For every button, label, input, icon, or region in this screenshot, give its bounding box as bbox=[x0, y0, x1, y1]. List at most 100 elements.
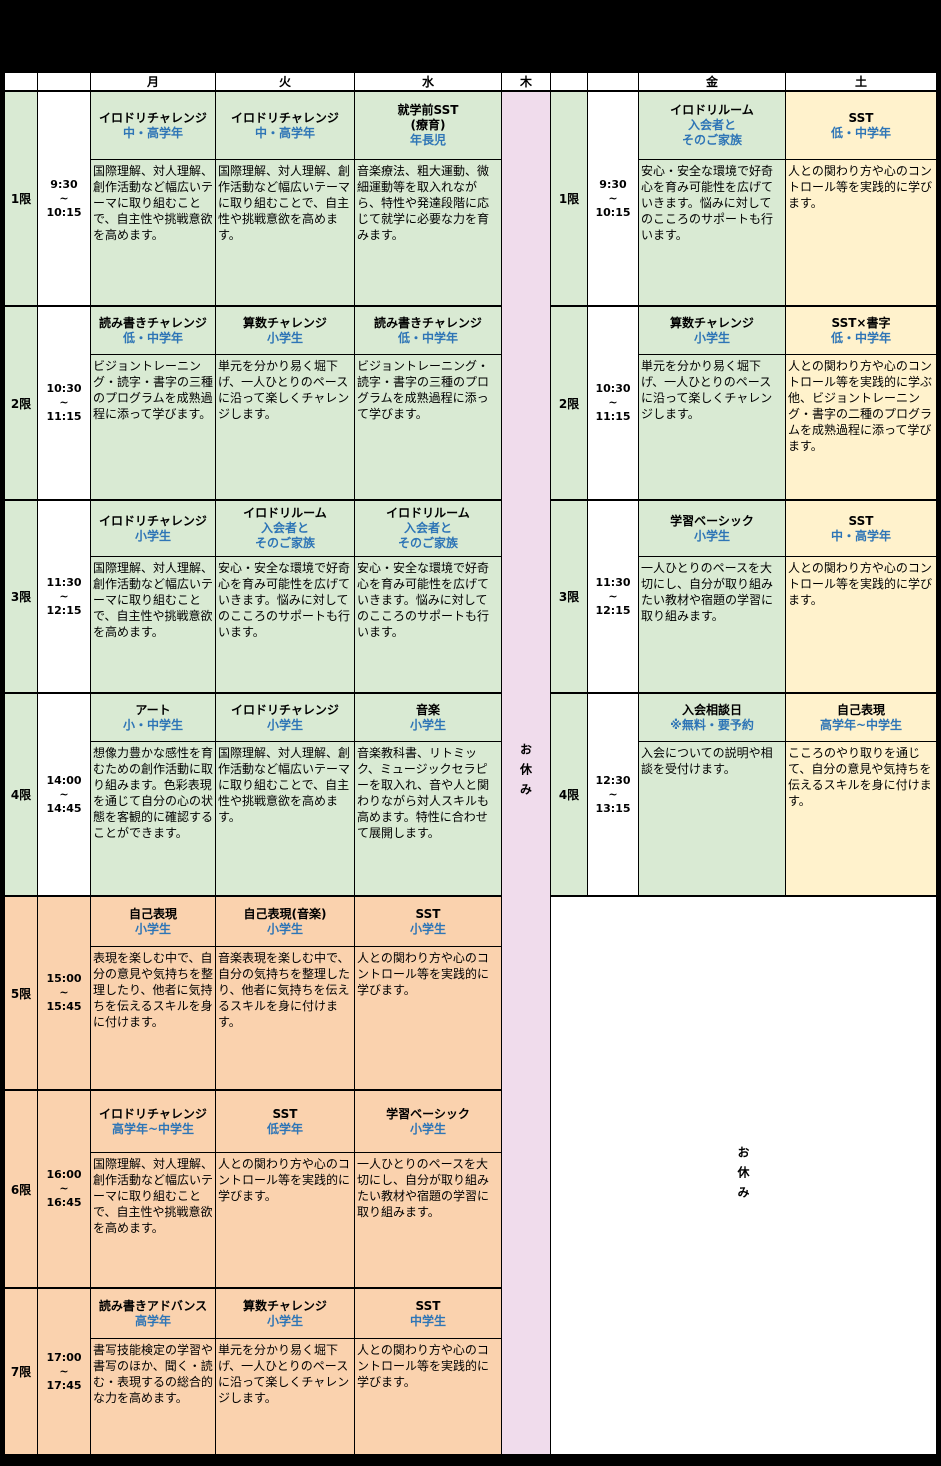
class-title: イロドリチャレンジ bbox=[99, 513, 207, 528]
class-cell-fri-2: 算数チャレンジ小学生 単元を分かり易く堀下げ、一人ひとりのペースに沿って楽しくチ… bbox=[639, 307, 785, 499]
header-corner-period-right bbox=[551, 73, 587, 90]
class-desc: 単元を分かり易く堀下げ、一人ひとりのペースに沿って楽しくチャレンジします。 bbox=[641, 359, 773, 421]
class-desc: 人との関わり方や心のコントロール等を実践的に学びます。 bbox=[218, 1157, 351, 1203]
class-desc: 安心・安全な環境で好奇心を育み可能性を広げていきます。悩みに対してのこころのサポ… bbox=[218, 561, 351, 639]
class-title: 学習ベーシック bbox=[386, 1106, 470, 1121]
period-time-right-3: 11:30 ~ 12:15 bbox=[588, 501, 638, 692]
class-desc: 想像力豊かな感性を育むための創作活動に取り組みます。色彩表現を通じて自分の心の状… bbox=[93, 746, 214, 840]
period-label-4: 4限 bbox=[5, 694, 37, 895]
class-desc: 一人ひとりのペースを大切にし、自分が取り組みたい教材や宿題の学習に取り組みます。 bbox=[357, 1157, 490, 1219]
period-label-right-4: 4限 bbox=[551, 694, 587, 895]
class-target: 高学年~中学生 bbox=[819, 717, 903, 732]
class-target: ※無料・要予約 bbox=[670, 717, 754, 732]
class-target: 中・高学年 bbox=[122, 125, 183, 140]
class-target: 小学生 bbox=[266, 1313, 303, 1328]
class-title: イロドリルーム bbox=[386, 506, 470, 520]
class-desc: 音楽教科書、リトミック、ミュージックセラピーを取入れ、音や人と関わりながら対人ス… bbox=[357, 746, 490, 840]
class-cell-tue-1: イロドリチャレンジ中・高学年 国際理解、対人理解、創作活動など幅広いテーマに取り… bbox=[216, 92, 354, 305]
class-desc: 国際理解、対人理解、創作活動など幅広いテーマに取り組むことで、自主性や挑戦意欲を… bbox=[93, 1157, 214, 1235]
class-title: SST×書字 bbox=[831, 315, 891, 330]
class-cell-sat-4: 自己表現高学年~中学生 こころのやり取りを通じて、自分の意見や気持ちを伝えるスキ… bbox=[786, 694, 936, 895]
class-title: 入会相談日 bbox=[681, 702, 742, 717]
class-title: イロドリチャレンジ bbox=[231, 110, 339, 125]
class-cell-mon-1: イロドリチャレンジ中・高学年 国際理解、対人理解、創作活動など幅広いテーマに取り… bbox=[91, 92, 215, 305]
class-cell-mon-2: 読み書きチャレンジ低・中学年 ビジョントレーニング・読字・書字の三種のプログラム… bbox=[91, 307, 215, 499]
class-cell-tue-5: 自己表現(音楽)小学生 音楽表現を楽しむ中で、自分の気持ちを整理したり、他者に気… bbox=[216, 897, 354, 1089]
class-title: 算数チャレンジ bbox=[243, 1298, 327, 1313]
day-header-thu: 木 bbox=[502, 73, 550, 90]
period-time-1: 9:30 ~ 10:15 bbox=[38, 92, 90, 305]
class-target: 低・中学年 bbox=[122, 330, 183, 345]
class-target: 低・中学年 bbox=[830, 125, 891, 140]
class-desc: 人との関わり方や心のコントロール等を実践的に学びます。 bbox=[357, 951, 490, 997]
class-title: 自己表現(音楽) bbox=[243, 906, 327, 921]
class-cell-mon-3: イロドリチャレンジ小学生 国際理解、対人理解、創作活動など幅広いテーマに取り組む… bbox=[91, 501, 215, 692]
class-cell-wed-6: 学習ベーシック小学生 一人ひとりのペースを大切にし、自分が取り組みたい教材や宿題… bbox=[355, 1091, 501, 1287]
class-desc: 安心・安全な環境で好奇心を育み可能性を広げていきます。悩みに対してのこころのサポ… bbox=[357, 561, 490, 639]
class-target: 小学生 bbox=[693, 528, 730, 543]
class-desc: ビジョントレーニング・読字・書字の三種のプログラムを成熟過程に添って学びます。 bbox=[93, 359, 214, 421]
day-header-fri: 金 bbox=[639, 73, 785, 90]
class-desc: 単元を分かり易く堀下げ、一人ひとりのペースに沿って楽しくチャレンジします。 bbox=[218, 359, 350, 421]
class-target: 小学生 bbox=[266, 921, 303, 936]
class-desc: 単元を分かり易く堀下げ、一人ひとりのペースに沿って楽しくチャレンジします。 bbox=[218, 1343, 350, 1405]
class-cell-wed-1: 就学前SST (療育)年長児 音楽療法、粗大運動、微細運動等を取入れながら、特性… bbox=[355, 92, 501, 305]
class-target: 小学生 bbox=[266, 717, 303, 732]
class-target: 小学生 bbox=[409, 1121, 446, 1136]
class-title: 学習ベーシック bbox=[670, 513, 754, 528]
period-time-3: 11:30 ~ 12:15 bbox=[38, 501, 90, 692]
class-desc: 一人ひとりのペースを大切にし、自分が取り組みたい教材や宿題の学習に取り組みます。 bbox=[641, 561, 774, 623]
class-cell-sat-2: SST×書字低・中学年 人との関わり方や心のコントロール等を実践的に学ぶ他、ビジ… bbox=[786, 307, 936, 499]
class-cell-mon-4: アート小・中学生 想像力豊かな感性を育むための創作活動に取り組みます。色彩表現を… bbox=[91, 694, 215, 895]
class-desc: 人との関わり方や心のコントロール等を実践的に学びます。 bbox=[788, 561, 933, 607]
period-label-5: 5限 bbox=[5, 897, 37, 1089]
period-time-2: 10:30 ~ 11:15 bbox=[38, 307, 90, 499]
class-title: 算数チャレンジ bbox=[243, 315, 327, 330]
closed-thursday-label: お休み bbox=[518, 743, 533, 803]
period-time-right-2: 10:30 ~ 11:15 bbox=[588, 307, 638, 499]
class-title: イロドリチャレンジ bbox=[99, 110, 207, 125]
period-time-7: 17:00 ~ 17:45 bbox=[38, 1289, 90, 1454]
class-target: 入会者と そのご家族 bbox=[254, 521, 315, 550]
class-target: 高学年~中学生 bbox=[111, 1121, 195, 1136]
period-label-1: 1限 bbox=[5, 92, 37, 305]
class-cell-wed-4: 音楽小学生 音楽教科書、リトミック、ミュージックセラピーを取入れ、音や人と関わり… bbox=[355, 694, 501, 895]
class-desc: ビジョントレーニング・読字・書字の三種のプログラムを成熟過程に添って学びます。 bbox=[357, 359, 490, 421]
class-target: 低・中学年 bbox=[830, 330, 891, 345]
class-title: 自己表現 bbox=[128, 906, 177, 921]
class-desc: 入会についての説明や相談を受付けます。 bbox=[641, 746, 773, 776]
class-cell-fri-4: 入会相談日※無料・要予約 入会についての説明や相談を受付けます。 bbox=[639, 694, 785, 895]
class-desc: 国際理解、対人理解、創作活動など幅広いテーマに取り組むことで、自主性や挑戦意欲を… bbox=[218, 164, 351, 242]
class-desc: 国際理解、対人理解、創作活動など幅広いテーマに取り組むことで、自主性や挑戦意欲を… bbox=[93, 561, 214, 639]
day-header-sat: 土 bbox=[786, 73, 936, 90]
day-header-tue: 火 bbox=[216, 73, 354, 90]
period-time-right-1: 9:30 ~ 10:15 bbox=[588, 92, 638, 305]
class-title: イロドリルーム bbox=[670, 103, 754, 117]
timetable: 月 火 水 木 金 土 1限 9:30 ~ 10:15 2限 10:30 ~ 1… bbox=[5, 73, 936, 1454]
class-title: 音楽 bbox=[415, 702, 440, 717]
class-desc: 国際理解、対人理解、創作活動など幅広いテーマに取り組むことで、自主性や挑戦意欲を… bbox=[218, 746, 351, 824]
class-cell-wed-3: イロドリルーム入会者と そのご家族 安心・安全な環境で好奇心を育み可能性を広げて… bbox=[355, 501, 501, 692]
class-title: SST bbox=[848, 513, 874, 528]
top-banner bbox=[0, 0, 941, 73]
class-title: イロドリチャレンジ bbox=[99, 1106, 207, 1121]
period-label-7: 7限 bbox=[5, 1289, 37, 1454]
class-cell-mon-5: 自己表現小学生 表現を楽しむ中で、自分の意見や気持ちを整理したり、他者に気持ちを… bbox=[91, 897, 215, 1089]
class-cell-tue-4: イロドリチャレンジ小学生 国際理解、対人理解、創作活動など幅広いテーマに取り組む… bbox=[216, 694, 354, 895]
day-header-wed: 水 bbox=[355, 73, 501, 90]
class-desc: 音楽療法、粗大運動、微細運動等を取入れながら、特性や発達段階に応じて就学に必要な… bbox=[357, 164, 490, 242]
class-title: 読み書きチャレンジ bbox=[99, 315, 207, 330]
class-title: 読み書きアドバンス bbox=[98, 1298, 208, 1313]
class-title: SST bbox=[848, 110, 874, 125]
class-desc: 音楽表現を楽しむ中で、自分の気持ちを整理したり、他者に気持ちを伝えるスキルを身に… bbox=[218, 951, 351, 1029]
class-cell-mon-7: 読み書きアドバンス高学年 書写技能検定の学習や書写のほか、聞く・読む・表現するの… bbox=[91, 1289, 215, 1454]
class-title: SST bbox=[272, 1106, 298, 1121]
day-header-mon: 月 bbox=[91, 73, 215, 90]
period-label-right-2: 2限 bbox=[551, 307, 587, 499]
class-target: 入会者と そのご家族 bbox=[397, 521, 458, 550]
